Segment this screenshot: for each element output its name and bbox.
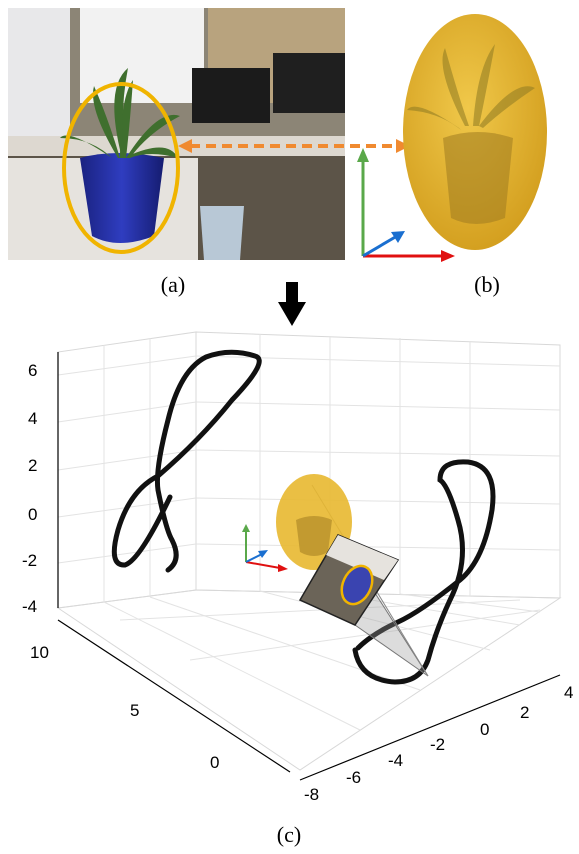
correspondence-arrow <box>178 139 410 153</box>
y-tick-label: 5 <box>130 701 139 720</box>
monitor-left <box>192 68 270 123</box>
x-tick-label: -4 <box>388 751 403 770</box>
ellipsoid <box>403 14 547 250</box>
image-plane-thumbnail <box>298 534 400 626</box>
z-tick-label: -4 <box>22 597 37 616</box>
x-tick-label: -8 <box>304 785 319 804</box>
ellipsoid-panel-b <box>357 14 547 262</box>
waste-bin <box>200 206 244 260</box>
detected-ellipse <box>62 82 180 254</box>
x-axis-ticks: 4 2 0 -2 -4 -6 -8 <box>304 683 573 804</box>
axis-edges <box>57 352 561 781</box>
trajectory-curve-right <box>352 459 496 685</box>
down-arrow-icon <box>278 282 306 326</box>
x-tick-label: 0 <box>480 720 489 739</box>
frame-axes-icon <box>357 148 455 262</box>
x-tick-label: -2 <box>430 735 445 754</box>
trajectory-curve-left <box>111 349 262 573</box>
y-tick-label: 0 <box>210 753 219 772</box>
y-axis-ticks: 10 5 0 <box>30 643 219 772</box>
caption-b: (b) <box>474 272 500 297</box>
z-tick-label: 0 <box>28 505 37 524</box>
caption-c: (c) <box>276 822 302 847</box>
photo-panel-a <box>8 8 345 260</box>
z-tick-label: -2 <box>22 551 37 570</box>
z-axis-ticks: 6 4 2 0 -2 -4 <box>22 361 37 616</box>
caption-a: (a) <box>160 272 186 297</box>
ellipsoid-plant-texture <box>407 44 535 224</box>
x-tick-label: 2 <box>520 703 529 722</box>
x-tick-label: 4 <box>564 683 573 702</box>
plant-leaves <box>60 68 180 160</box>
poster-left <box>8 8 70 143</box>
world-axes-icon <box>242 524 288 572</box>
poster-center <box>80 8 204 103</box>
scene-ellipsoid-texture <box>296 516 332 556</box>
x-tick-label: -6 <box>346 768 361 787</box>
trajectory-3d-plot: 6 4 2 0 -2 -4 10 5 0 4 2 0 -2 -4 -6 -8 <box>22 331 573 804</box>
z-tick-label: 6 <box>28 361 37 380</box>
z-tick-label: 4 <box>28 409 37 428</box>
plant-pot <box>80 153 164 243</box>
monitor-right <box>273 53 345 113</box>
y-tick-label: 10 <box>30 643 49 662</box>
z-tick-label: 2 <box>28 456 37 475</box>
